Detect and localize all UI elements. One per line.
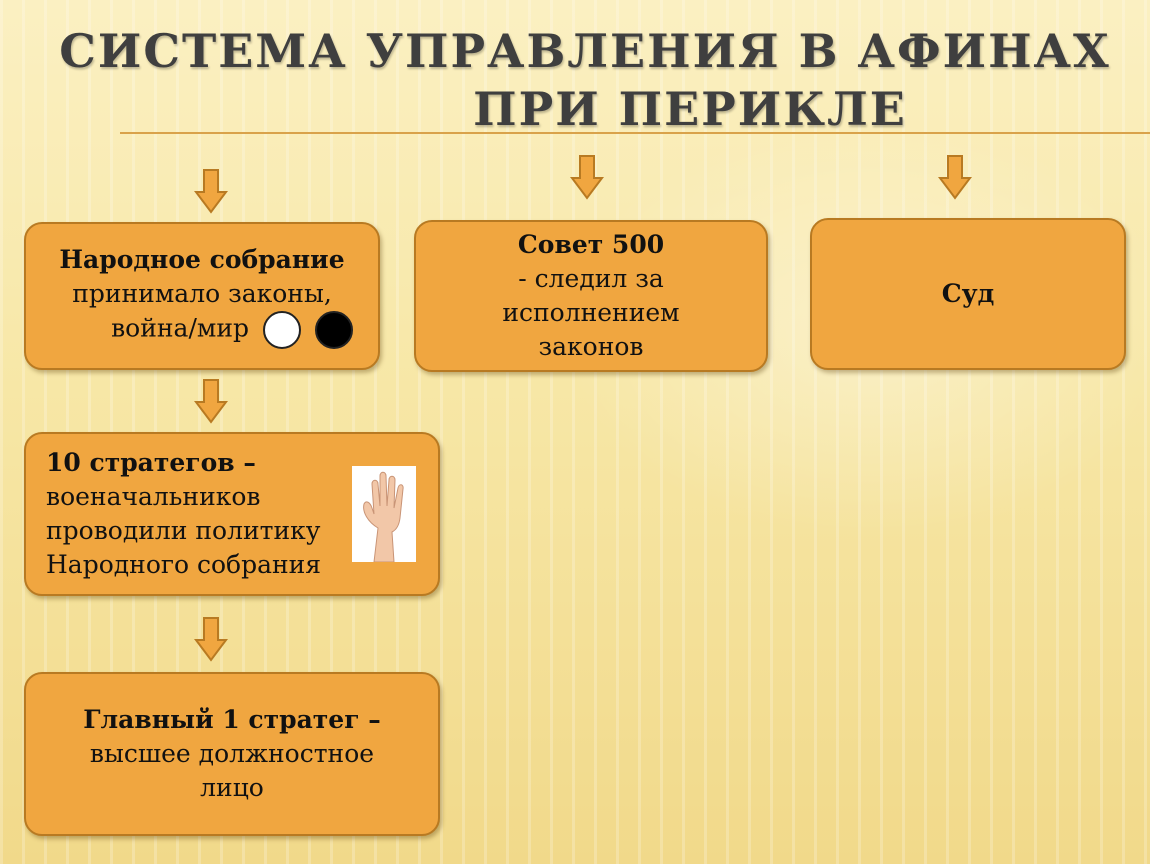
down-arrow-icon bbox=[194, 379, 228, 424]
assembly-box: Народное собрание принимало законы, войн… bbox=[24, 222, 380, 370]
strategists-text-line: проводили политику bbox=[46, 516, 321, 545]
assembly-heading: Народное собрание bbox=[59, 245, 345, 274]
down-arrow-icon bbox=[938, 155, 972, 200]
strategists-text-line: Народного собрания bbox=[46, 550, 322, 579]
court-box: Суд bbox=[810, 218, 1126, 370]
slide-title-line-1: СИСТЕМА УПРАВЛЕНИЯ В АФИНАХ bbox=[59, 24, 1111, 78]
chief-strategist-heading: Главный 1 стратег – bbox=[83, 705, 381, 734]
black-ballot-circle-icon bbox=[314, 311, 353, 349]
slide-title-line-2: ПРИ ПЕРИКЛЕ bbox=[473, 82, 907, 136]
strategists-heading: 10 стратегов – bbox=[46, 448, 256, 477]
raised-hand-image bbox=[352, 466, 416, 562]
down-arrow-icon bbox=[570, 155, 604, 200]
council-text-line: - следил за bbox=[518, 264, 664, 293]
council-text-line: исполнением bbox=[502, 298, 680, 327]
assembly-text-line-with-circles: война/мир bbox=[51, 311, 353, 349]
council-heading: Совет 500 bbox=[517, 230, 665, 259]
title-rule bbox=[120, 132, 1150, 134]
assembly-text-war-peace: война/мир bbox=[111, 313, 249, 343]
chief-strategist-text-line: высшее должностное bbox=[89, 739, 375, 768]
chief-strategist-box: Главный 1 стратег – высшее должностное л… bbox=[24, 672, 440, 836]
chief-strategist-text-line: лицо bbox=[200, 773, 264, 802]
court-heading: Суд bbox=[941, 279, 995, 308]
down-arrow-icon bbox=[194, 169, 228, 214]
council-box: Совет 500 - следил за исполнением законо… bbox=[414, 220, 768, 372]
white-ballot-circle-icon bbox=[262, 311, 301, 349]
assembly-text-line: принимало законы, bbox=[72, 279, 332, 308]
council-text-line: законов bbox=[538, 332, 644, 361]
strategists-text-line: военачальников bbox=[46, 482, 261, 511]
down-arrow-icon bbox=[194, 617, 228, 662]
